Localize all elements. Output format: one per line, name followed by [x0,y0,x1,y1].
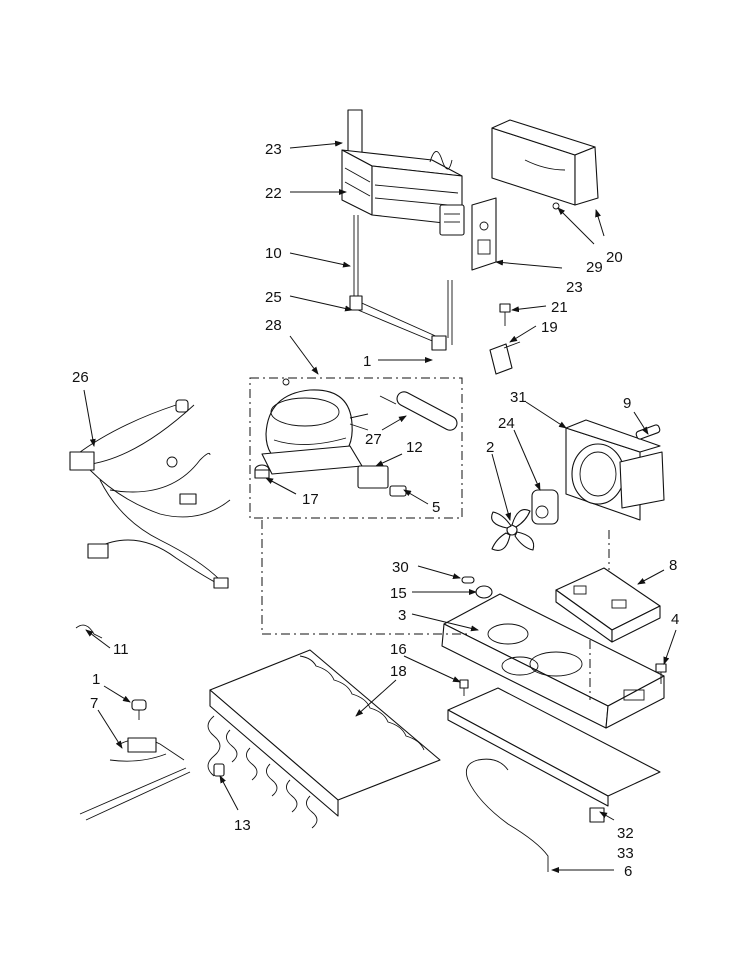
callout-27: 27 [365,431,382,448]
callout-12: 12 [406,439,423,456]
callout-30: 30 [392,559,409,576]
callout-31: 31 [510,389,527,406]
callout-26: 26 [72,369,89,386]
callout-19: 19 [541,319,558,336]
callout-3: 3 [398,607,406,624]
callout-labels: 23 22 10 25 28 1 27 12 17 5 20 29 23 21 … [72,141,679,880]
callout-15: 15 [390,585,407,602]
compressor [261,378,369,475]
callout-23: 23 [265,141,282,158]
screw-16 [459,679,469,696]
screw-4 [655,663,667,684]
fan-bracket [555,567,661,643]
callout-1: 1 [92,671,100,688]
callout-21: 21 [551,299,568,316]
callout-10: 10 [265,245,282,262]
callout-6: 6 [624,863,632,880]
callout-24: 24 [498,415,515,432]
callout-11: 11 [113,641,129,658]
drain-tube [465,758,549,872]
drain-pan [447,687,661,823]
callout-7: 7 [90,695,98,712]
base-plate [441,593,665,729]
callout-17: 17 [302,491,319,508]
capillary-tubes [349,215,453,351]
callout-5: 5 [432,499,440,516]
callout-20: 20 [606,249,623,266]
callout-29: 29 [586,259,603,276]
drier-filter [379,391,458,431]
plug-30 [461,576,475,584]
callout-2: 2 [486,439,494,456]
evaporator-assembly [341,109,465,236]
callout-32: 32 [617,825,634,842]
clip-13 [213,763,225,777]
fan-motor [531,489,559,525]
leader-lines [83,140,677,873]
callout-1: 1 [363,353,371,370]
callout-13: 13 [234,817,251,834]
alignment-line-left [261,520,470,635]
cover-box [491,119,599,210]
callout-23: 23 [566,279,583,296]
grommet-15 [475,585,493,599]
grommet [254,464,270,479]
callout-9: 9 [623,395,631,412]
compressor-group-box [249,377,463,519]
fan-shroud [565,419,665,521]
callout-25: 25 [265,289,282,306]
callout-8: 8 [669,557,677,574]
wire-harness [69,399,231,589]
power-cord-assembly [79,699,191,821]
callout-16: 16 [390,641,407,658]
relay-overload [357,465,407,497]
bracket-right [471,197,497,271]
fan-blade [491,509,535,551]
sensor-clip [75,624,103,639]
fan-grommet [635,424,661,440]
screw-and-clip [489,303,521,375]
callout-22: 22 [265,185,282,202]
callout-4: 4 [671,611,679,628]
callout-18: 18 [390,663,407,680]
callout-33: 33 [617,845,634,862]
callout-28: 28 [265,317,282,334]
condenser-coil [207,649,441,829]
